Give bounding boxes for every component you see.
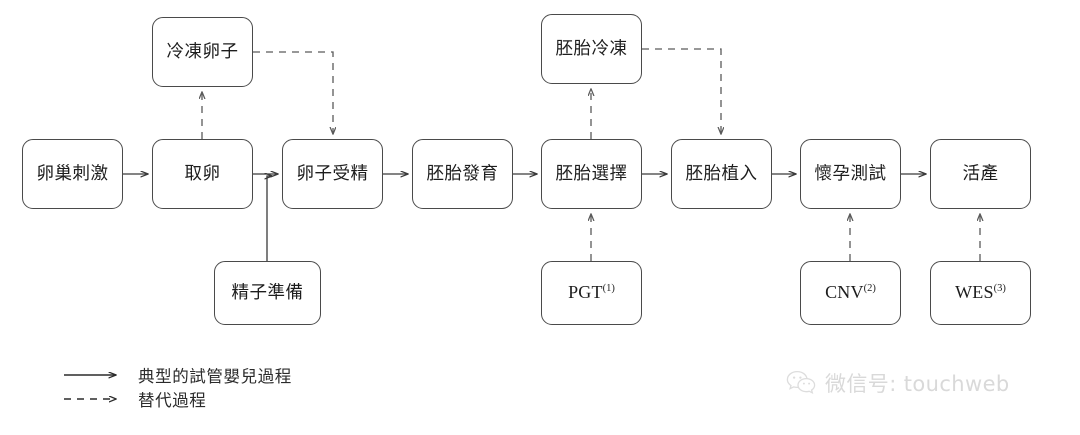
legend-item-typical: 典型的試管嬰兒過程 [62, 364, 292, 386]
legend: 典型的試管嬰兒過程 替代過程 [62, 364, 392, 420]
node-label-live-birth: 活產 [962, 163, 999, 184]
node-label-embryo-development: 胚胎發育 [426, 163, 499, 184]
node-label-sperm-preparation: 精子準備 [231, 282, 304, 303]
node-egg-retrieval: 取卵 [152, 139, 253, 209]
arrow-embryofreezing-to-transfer [642, 48, 721, 134]
node-label-egg-fertilization: 卵子受精 [296, 163, 369, 184]
legend-label-alternative: 替代過程 [138, 391, 207, 410]
node-label-embryo-transfer: 胚胎植入 [685, 163, 758, 184]
node-embryo-selection: 胚胎選擇 [541, 139, 642, 209]
watermark-text: 微信号: touchweb [825, 372, 1010, 396]
node-label-wes: WES(3) [955, 282, 1006, 303]
node-egg-freezing: 冷凍卵子 [152, 17, 253, 87]
node-label-embryo-selection: 胚胎選擇 [555, 163, 628, 184]
node-pgt: PGT(1) [541, 261, 642, 325]
node-label-pregnancy-test: 懷孕測試 [814, 163, 887, 184]
node-ovarian-stimulation: 卵巢刺激 [22, 139, 123, 209]
node-superscript-wes: (3) [993, 283, 1006, 295]
legend-key-solid [62, 366, 124, 384]
node-superscript-pgt: (1) [602, 283, 615, 295]
node-label-cnv: CNV(2) [825, 282, 876, 303]
node-label-egg-freezing: 冷凍卵子 [166, 41, 239, 62]
watermark: 微信号: touchweb [786, 368, 1010, 398]
node-sperm-preparation: 精子準備 [214, 261, 321, 325]
legend-item-alternative: 替代過程 [62, 388, 206, 410]
node-label-embryo-freezing: 胚胎冷凍 [555, 38, 628, 59]
wechat-icon [786, 370, 816, 396]
legend-key-dashed [62, 390, 124, 408]
node-wes: WES(3) [930, 261, 1031, 325]
node-live-birth: 活產 [930, 139, 1031, 209]
legend-label-typical: 典型的試管嬰兒過程 [138, 367, 292, 386]
arrow-sperm-to-fertilization [267, 176, 272, 261]
node-embryo-development: 胚胎發育 [412, 139, 513, 209]
node-embryo-freezing: 胚胎冷凍 [541, 14, 642, 84]
node-embryo-transfer: 胚胎植入 [671, 139, 772, 209]
node-label-ovarian-stimulation: 卵巢刺激 [36, 163, 109, 184]
node-superscript-cnv: (2) [863, 283, 876, 295]
node-egg-fertilization: 卵子受精 [282, 139, 383, 209]
node-pregnancy-test: 懷孕測試 [800, 139, 901, 209]
node-cnv: CNV(2) [800, 261, 901, 325]
arrow-eggfreezing-to-fertilization [253, 51, 333, 134]
node-label-egg-retrieval: 取卵 [184, 163, 221, 184]
node-label-pgt: PGT(1) [568, 282, 615, 303]
